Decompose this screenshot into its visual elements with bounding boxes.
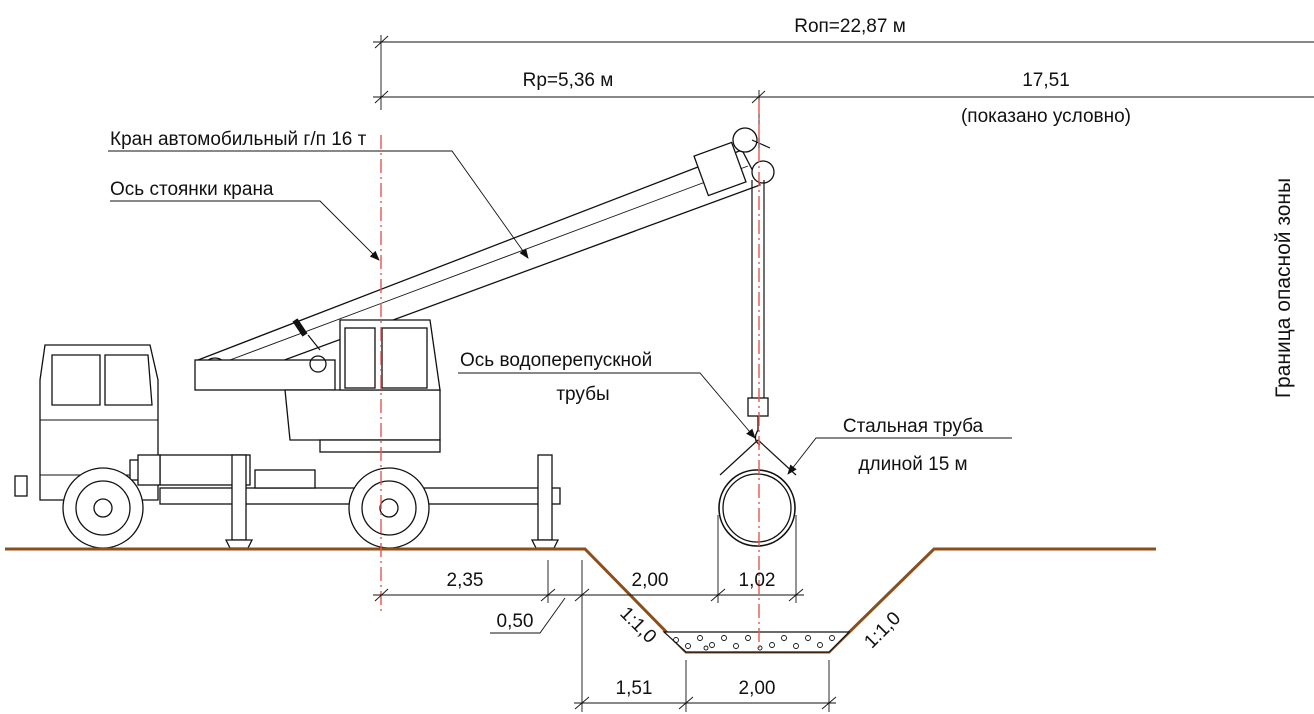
pipe-axis-label-line2: трубы bbox=[556, 384, 609, 405]
trench-bottom-label: 2,00 bbox=[739, 678, 776, 699]
crane-axis-leader bbox=[110, 200, 380, 261]
edge-to-axis-label: 2,00 bbox=[632, 570, 669, 591]
edge-offset-label: 0,50 bbox=[497, 611, 534, 632]
remainder-label: 17,51 bbox=[1022, 70, 1070, 91]
slope-left-label: 1:1,0 bbox=[615, 603, 660, 648]
steel-pipe bbox=[718, 469, 796, 547]
crane-to-edge-label: 2,35 bbox=[447, 570, 484, 591]
pipe-diameter-label: 1,02 bbox=[739, 570, 776, 591]
crane-leader bbox=[108, 150, 529, 259]
crane-label: Кран автомобильный г/п 16 т bbox=[110, 129, 367, 150]
trench bbox=[5, 547, 1156, 654]
danger-zone-label: Граница опасной зоны bbox=[1272, 178, 1295, 398]
crane-truck bbox=[14, 127, 797, 549]
pipe-axis-leader bbox=[458, 372, 756, 439]
pipe-leader bbox=[787, 437, 1012, 475]
slope-base-label: 1,51 bbox=[616, 678, 653, 699]
remainder-note: (показано условно) bbox=[961, 106, 1131, 127]
danger-radius-label: Rоп=22,87 м bbox=[794, 16, 906, 37]
crane-axis-label: Ось стоянки крана bbox=[110, 179, 274, 200]
bottom-dimensions bbox=[373, 515, 837, 712]
pipe-axis-label-line1: Ось водоперепускной bbox=[460, 350, 652, 371]
top-dimensions bbox=[373, 35, 1314, 175]
pipe-label-line2: длиной 15 м bbox=[858, 454, 967, 475]
work-radius-label: Rр=5,36 м bbox=[523, 70, 614, 91]
pipe-label-line1: Стальная труба bbox=[843, 416, 984, 437]
